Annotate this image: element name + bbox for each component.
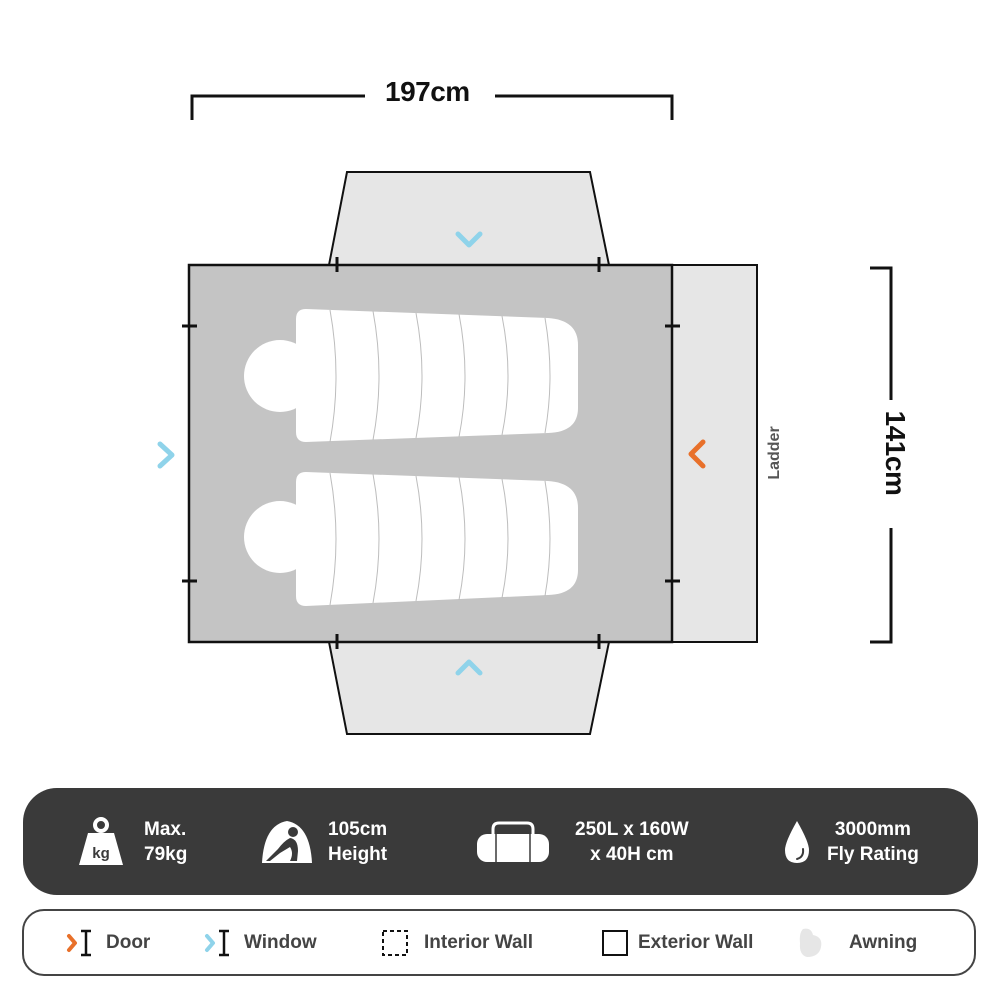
spec-height: 105cm Height xyxy=(260,788,387,895)
awning-top xyxy=(327,171,611,266)
spec-line2: Height xyxy=(328,843,388,865)
exterior-wall-icon xyxy=(602,929,628,956)
awning-bottom xyxy=(327,641,611,735)
spec-line2: Fly Rating xyxy=(827,843,919,865)
awning-icon xyxy=(799,928,822,957)
width-dimension-label: 197cm xyxy=(385,76,470,107)
window-marker-bottom xyxy=(455,659,483,676)
door-marker-right xyxy=(688,439,706,469)
water-drop-icon xyxy=(785,820,809,863)
spec-line1: 250L x 160W xyxy=(575,818,689,840)
duffel-bag-icon xyxy=(477,821,549,862)
spec-line1: Max. xyxy=(144,818,187,840)
sleeping-bag-2 xyxy=(244,472,578,606)
svg-text:kg: kg xyxy=(92,845,110,862)
legend-interior-wall: Interior Wall xyxy=(382,911,533,974)
spec-pack-size: 250L x 160W x 40H cm xyxy=(475,788,689,895)
interior-wall-icon xyxy=(382,929,408,956)
legend: Door Window Interior Wall Exterior Wall … xyxy=(22,909,976,976)
window-marker-top xyxy=(455,231,483,248)
spec-line1: 3000mm xyxy=(834,818,911,840)
window-marker-icon xyxy=(205,929,229,956)
width-dimension-line xyxy=(190,94,674,120)
tent-floor-plan xyxy=(157,94,893,735)
window-marker-left xyxy=(157,441,175,469)
spec-fly-rating: 3000mm Fly Rating xyxy=(783,788,919,895)
door-marker-icon xyxy=(67,929,91,956)
seated-person-tent-icon xyxy=(262,820,312,863)
wall-tick-marks xyxy=(182,257,680,649)
depth-dimension-label: 141cm xyxy=(880,410,911,496)
weight-kg-icon: kg xyxy=(79,816,123,865)
legend-door: Door xyxy=(64,911,150,974)
spec-line1: 105cm xyxy=(328,818,388,840)
ladder-label: Ladder xyxy=(766,426,783,480)
spec-max-weight: kg Max. 79kg xyxy=(78,788,187,895)
specs-bar: kg Max. 79kg 105cm Height 250L x 160W x … xyxy=(23,788,978,895)
spec-line2: 79kg xyxy=(144,843,188,865)
legend-exterior-wall: Exterior Wall xyxy=(602,911,753,974)
legend-awning: Awning xyxy=(797,911,917,974)
spec-line2: x 40H cm xyxy=(590,843,674,865)
ladder-area xyxy=(671,264,758,643)
sleeping-bag-1 xyxy=(244,309,578,443)
legend-window: Window xyxy=(202,911,317,974)
depth-dimension-line xyxy=(870,266,893,644)
